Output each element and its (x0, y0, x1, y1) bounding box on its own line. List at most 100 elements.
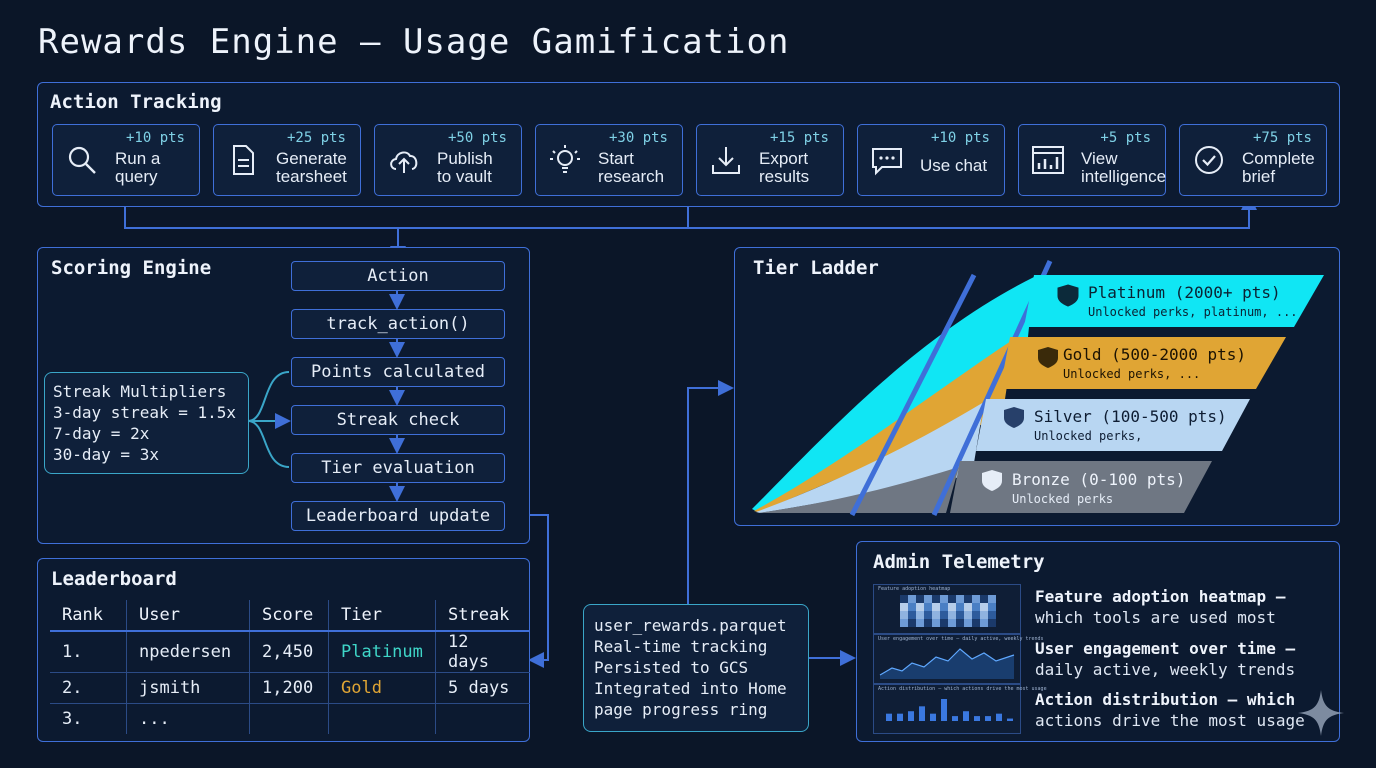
tier-sweep-silver (756, 402, 984, 513)
column-header-streak: Streak (435, 600, 530, 632)
tier-cell: Platinum (328, 631, 436, 673)
leaderboard-table: Rank User Score Tier Streak 1. npedersen… (50, 600, 530, 734)
heatmap-cell (972, 611, 980, 619)
heatmap-cell (940, 603, 948, 611)
admin-telemetry-title: Admin Telemetry (873, 551, 1045, 573)
user-cell: jsmith (126, 672, 250, 704)
heatmap-cell (900, 595, 908, 603)
ladder-rail-left (849, 273, 977, 517)
action-card-start-research[interactable]: +30 pts Start research (535, 124, 683, 196)
thumbnail-caption: User engagement over time — daily active… (878, 636, 1044, 642)
distribution-bar (930, 713, 936, 721)
points-label: +15 pts (769, 130, 829, 146)
heatmap-cell (956, 595, 964, 603)
tier-band-gold (1000, 337, 1286, 389)
shield-icon (1004, 407, 1024, 428)
shield-icon (982, 470, 1002, 491)
heatmap-cell (932, 595, 940, 603)
action-card-generate-tearsheet[interactable]: +25 pts Generate tearsheet (213, 124, 361, 196)
streak-cell (436, 704, 531, 735)
engagement-line-chart (879, 648, 1015, 679)
action-label: Run a query (115, 149, 161, 186)
heatmap-cell (964, 603, 972, 611)
points-label: +25 pts (286, 130, 346, 146)
heatmap-cell (900, 619, 908, 627)
flow-step-tier-evaluation: Tier evaluation (291, 453, 505, 483)
action-card-export-results[interactable]: +15 pts Export results (696, 124, 844, 196)
telemetry-item-engagement: User engagement over time — daily active… (1035, 638, 1325, 680)
heatmap-cell (972, 619, 980, 627)
shield-icon (1057, 284, 1079, 307)
telemetry-description: daily active, weekly trends (1035, 660, 1296, 679)
heatmap-graphic (900, 595, 996, 627)
distribution-bar (952, 716, 958, 721)
column-header-user: User (126, 600, 250, 632)
points-label: +10 pts (125, 130, 185, 146)
heatmap-cell (948, 603, 956, 611)
tier-ladder-title: Tier Ladder (753, 257, 879, 279)
action-tracking-title: Action Tracking (50, 91, 222, 113)
points-label: +75 pts (1252, 130, 1312, 146)
cloud-upload-icon (390, 151, 418, 173)
tier-cell (328, 703, 436, 734)
distribution-thumbnail: Action distribution — which actions driv… (873, 684, 1047, 734)
storage-line: Integrated into Home (594, 679, 787, 698)
heatmap-cell (956, 611, 964, 619)
distribution-bar (1007, 718, 1013, 721)
action-card-run-query[interactable]: +10 pts Run a query (52, 124, 200, 196)
telemetry-description: actions drive the most usage (1035, 711, 1305, 730)
action-card-publish-vault[interactable]: +50 pts Publish to vault (374, 124, 522, 196)
distribution-bar (985, 716, 991, 721)
score-cell: 2,450 (249, 631, 329, 673)
page-title: Rewards Engine — Usage Gamification (38, 22, 790, 62)
tier-band-platinum (1024, 275, 1324, 327)
telemetry-description: which tools are used most (1035, 608, 1276, 627)
lightbulb-icon (550, 145, 580, 173)
flow-step-track-action: track_action() (291, 309, 505, 339)
action-card-use-chat[interactable]: +10 pts Use chat (857, 124, 1005, 196)
telemetry-heading: Action distribution — which (1035, 690, 1296, 709)
streak-line: 7-day = 2x (53, 424, 150, 443)
heatmap-cell (964, 619, 972, 627)
heatmap-cell (924, 611, 932, 619)
heatmap-cell (988, 595, 996, 603)
tier-name-bronze: Bronze (0-100 pts) (1012, 470, 1186, 489)
heatmap-cell (972, 595, 980, 603)
heatmap-cell (916, 619, 924, 627)
heatmap-cell (940, 619, 948, 627)
heatmap-cell (988, 611, 996, 619)
rank-cell: 1. (50, 631, 127, 673)
points-label: +50 pts (447, 130, 507, 146)
heatmap-cell (900, 603, 908, 611)
heatmap-cell (980, 611, 988, 619)
dashboard-icon (1032, 146, 1064, 174)
telemetry-item-distribution: Action distribution — which actions driv… (1035, 689, 1325, 731)
action-card-complete-brief[interactable]: +75 pts Complete brief (1179, 124, 1327, 196)
rank-cell: 2. (50, 672, 127, 704)
points-label: +10 pts (930, 130, 990, 146)
heatmap-cell (932, 611, 940, 619)
storage-line: page progress ring (594, 700, 768, 719)
heatmap-cell (964, 611, 972, 619)
action-card-view-intelligence[interactable]: +5 pts View intelligence (1018, 124, 1166, 196)
tier-name-platinum: Platinum (2000+ pts) (1088, 283, 1281, 302)
search-icon (68, 146, 96, 174)
storage-line: Real-time tracking (594, 637, 768, 656)
action-label: Publish to vault (437, 149, 493, 186)
flow-step-leaderboard-update: Leaderboard update (291, 501, 505, 531)
telemetry-heading: Feature adoption heatmap — (1035, 587, 1286, 606)
thumbnail-caption: Action distribution — which actions driv… (878, 686, 1047, 692)
action-label: Complete brief (1242, 149, 1315, 186)
table-row: 1. npedersen 2,450 Platinum 12 days (50, 631, 530, 673)
chat-icon (872, 148, 902, 176)
heatmap-cell (940, 611, 948, 619)
tier-band-silver (976, 399, 1250, 451)
heatmap-thumbnail: Feature adoption heatmap (873, 584, 1021, 634)
flow-step-streak-check: Streak check (291, 405, 505, 435)
tier-sweep-bronze (758, 467, 959, 513)
heatmap-cell (908, 611, 916, 619)
tier-perks-bronze: Unlocked perks (1012, 492, 1114, 506)
heatmap-cell (916, 595, 924, 603)
distribution-bar (908, 711, 914, 721)
